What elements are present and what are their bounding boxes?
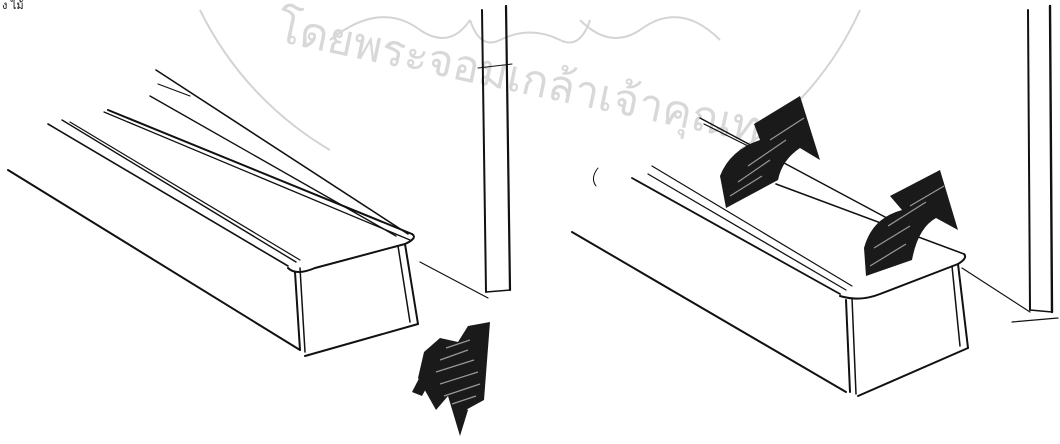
watermark-text: โดยพระจอมเกล้าเจ้าคุณทห xyxy=(272,2,794,162)
left-beam xyxy=(8,70,418,356)
corner-label: ง ไม้ xyxy=(2,0,24,12)
right-arrow-lower xyxy=(864,170,958,276)
right-figure xyxy=(572,6,1058,396)
left-arrow-down-left xyxy=(412,322,490,436)
right-wall-post xyxy=(962,6,1058,322)
